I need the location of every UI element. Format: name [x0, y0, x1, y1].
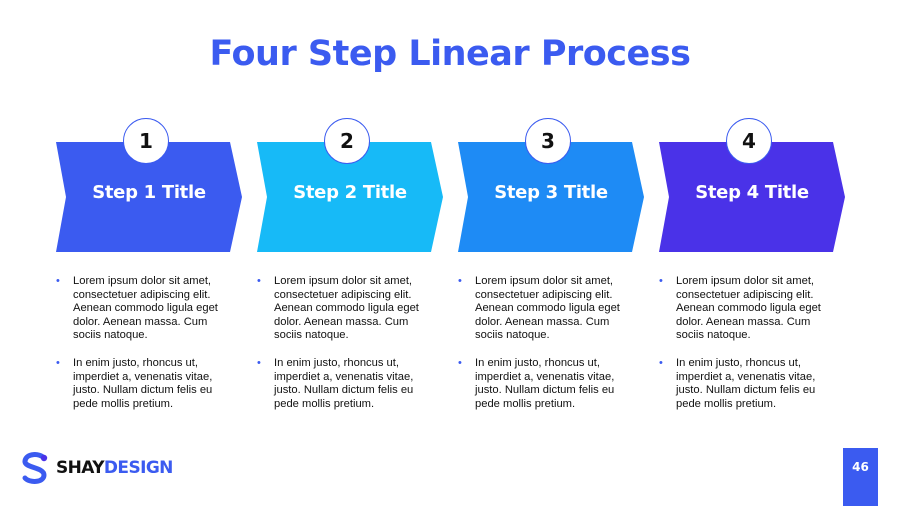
step-number-badge: 2 — [324, 118, 370, 164]
step-title: Step 4 Title — [695, 182, 809, 203]
logo-word-dark: SHAY — [56, 458, 105, 478]
chevron-arrow-shape — [659, 142, 845, 252]
bullet-item: •Lorem ipsum dolor sit amet, consectetue… — [257, 275, 419, 342]
step-title: Step 1 Title — [92, 182, 206, 203]
bullet-item: •In enim justo, rhoncus ut, imperdiet a,… — [659, 356, 816, 410]
bullet-dot-icon: • — [56, 275, 60, 287]
bullet-dot-icon: • — [257, 275, 261, 287]
step-title: Step 3 Title — [494, 182, 608, 203]
logo-word-accent: DESIGN — [103, 458, 173, 478]
step-title: Step 2 Title — [293, 182, 407, 203]
bullet-item: •Lorem ipsum dolor sit amet, consectetue… — [56, 275, 218, 342]
chevron-arrow-shape — [56, 142, 242, 252]
page-number: 46 — [843, 448, 878, 506]
s-logo-icon — [22, 452, 48, 484]
bullet-dot-icon: • — [56, 356, 60, 369]
bullet-dot-icon: • — [458, 275, 462, 287]
bullet-dot-icon: • — [659, 356, 663, 369]
step-number-badge: 4 — [726, 118, 772, 164]
step-2: 2 Step 2 Title — [257, 118, 443, 253]
bullet-item: •In enim justo, rhoncus ut, imperdiet a,… — [56, 356, 213, 410]
step-4-text: •Lorem ipsum dolor sit amet, consectetue… — [659, 275, 841, 425]
bullet-item: •Lorem ipsum dolor sit amet, consectetue… — [659, 275, 821, 342]
step-3-text: •Lorem ipsum dolor sit amet, consectetue… — [458, 275, 640, 425]
bullet-item: •Lorem ipsum dolor sit amet, consectetue… — [458, 275, 620, 342]
step-number-badge: 1 — [123, 118, 169, 164]
bullet-dot-icon: • — [257, 356, 261, 369]
step-2-text: •Lorem ipsum dolor sit amet, consectetue… — [257, 275, 439, 425]
step-number-badge: 3 — [525, 118, 571, 164]
bullet-dot-icon: • — [659, 275, 663, 287]
slide-title: Four Step Linear Process — [209, 34, 691, 74]
bullet-item: •In enim justo, rhoncus ut, imperdiet a,… — [458, 356, 615, 410]
bullet-dot-icon: • — [458, 356, 462, 369]
step-1: 1 Step 1 Title — [56, 118, 242, 253]
step-1-text: •Lorem ipsum dolor sit amet, consectetue… — [56, 275, 238, 425]
step-4: 4 Step 4 Title — [659, 118, 845, 253]
chevron-arrow-shape — [458, 142, 644, 252]
step-3: 3 Step 3 Title — [458, 118, 644, 253]
bullet-item: •In enim justo, rhoncus ut, imperdiet a,… — [257, 356, 414, 410]
brand-logo: SHAYDESIGN — [20, 452, 173, 484]
chevron-arrow-shape — [257, 142, 443, 252]
